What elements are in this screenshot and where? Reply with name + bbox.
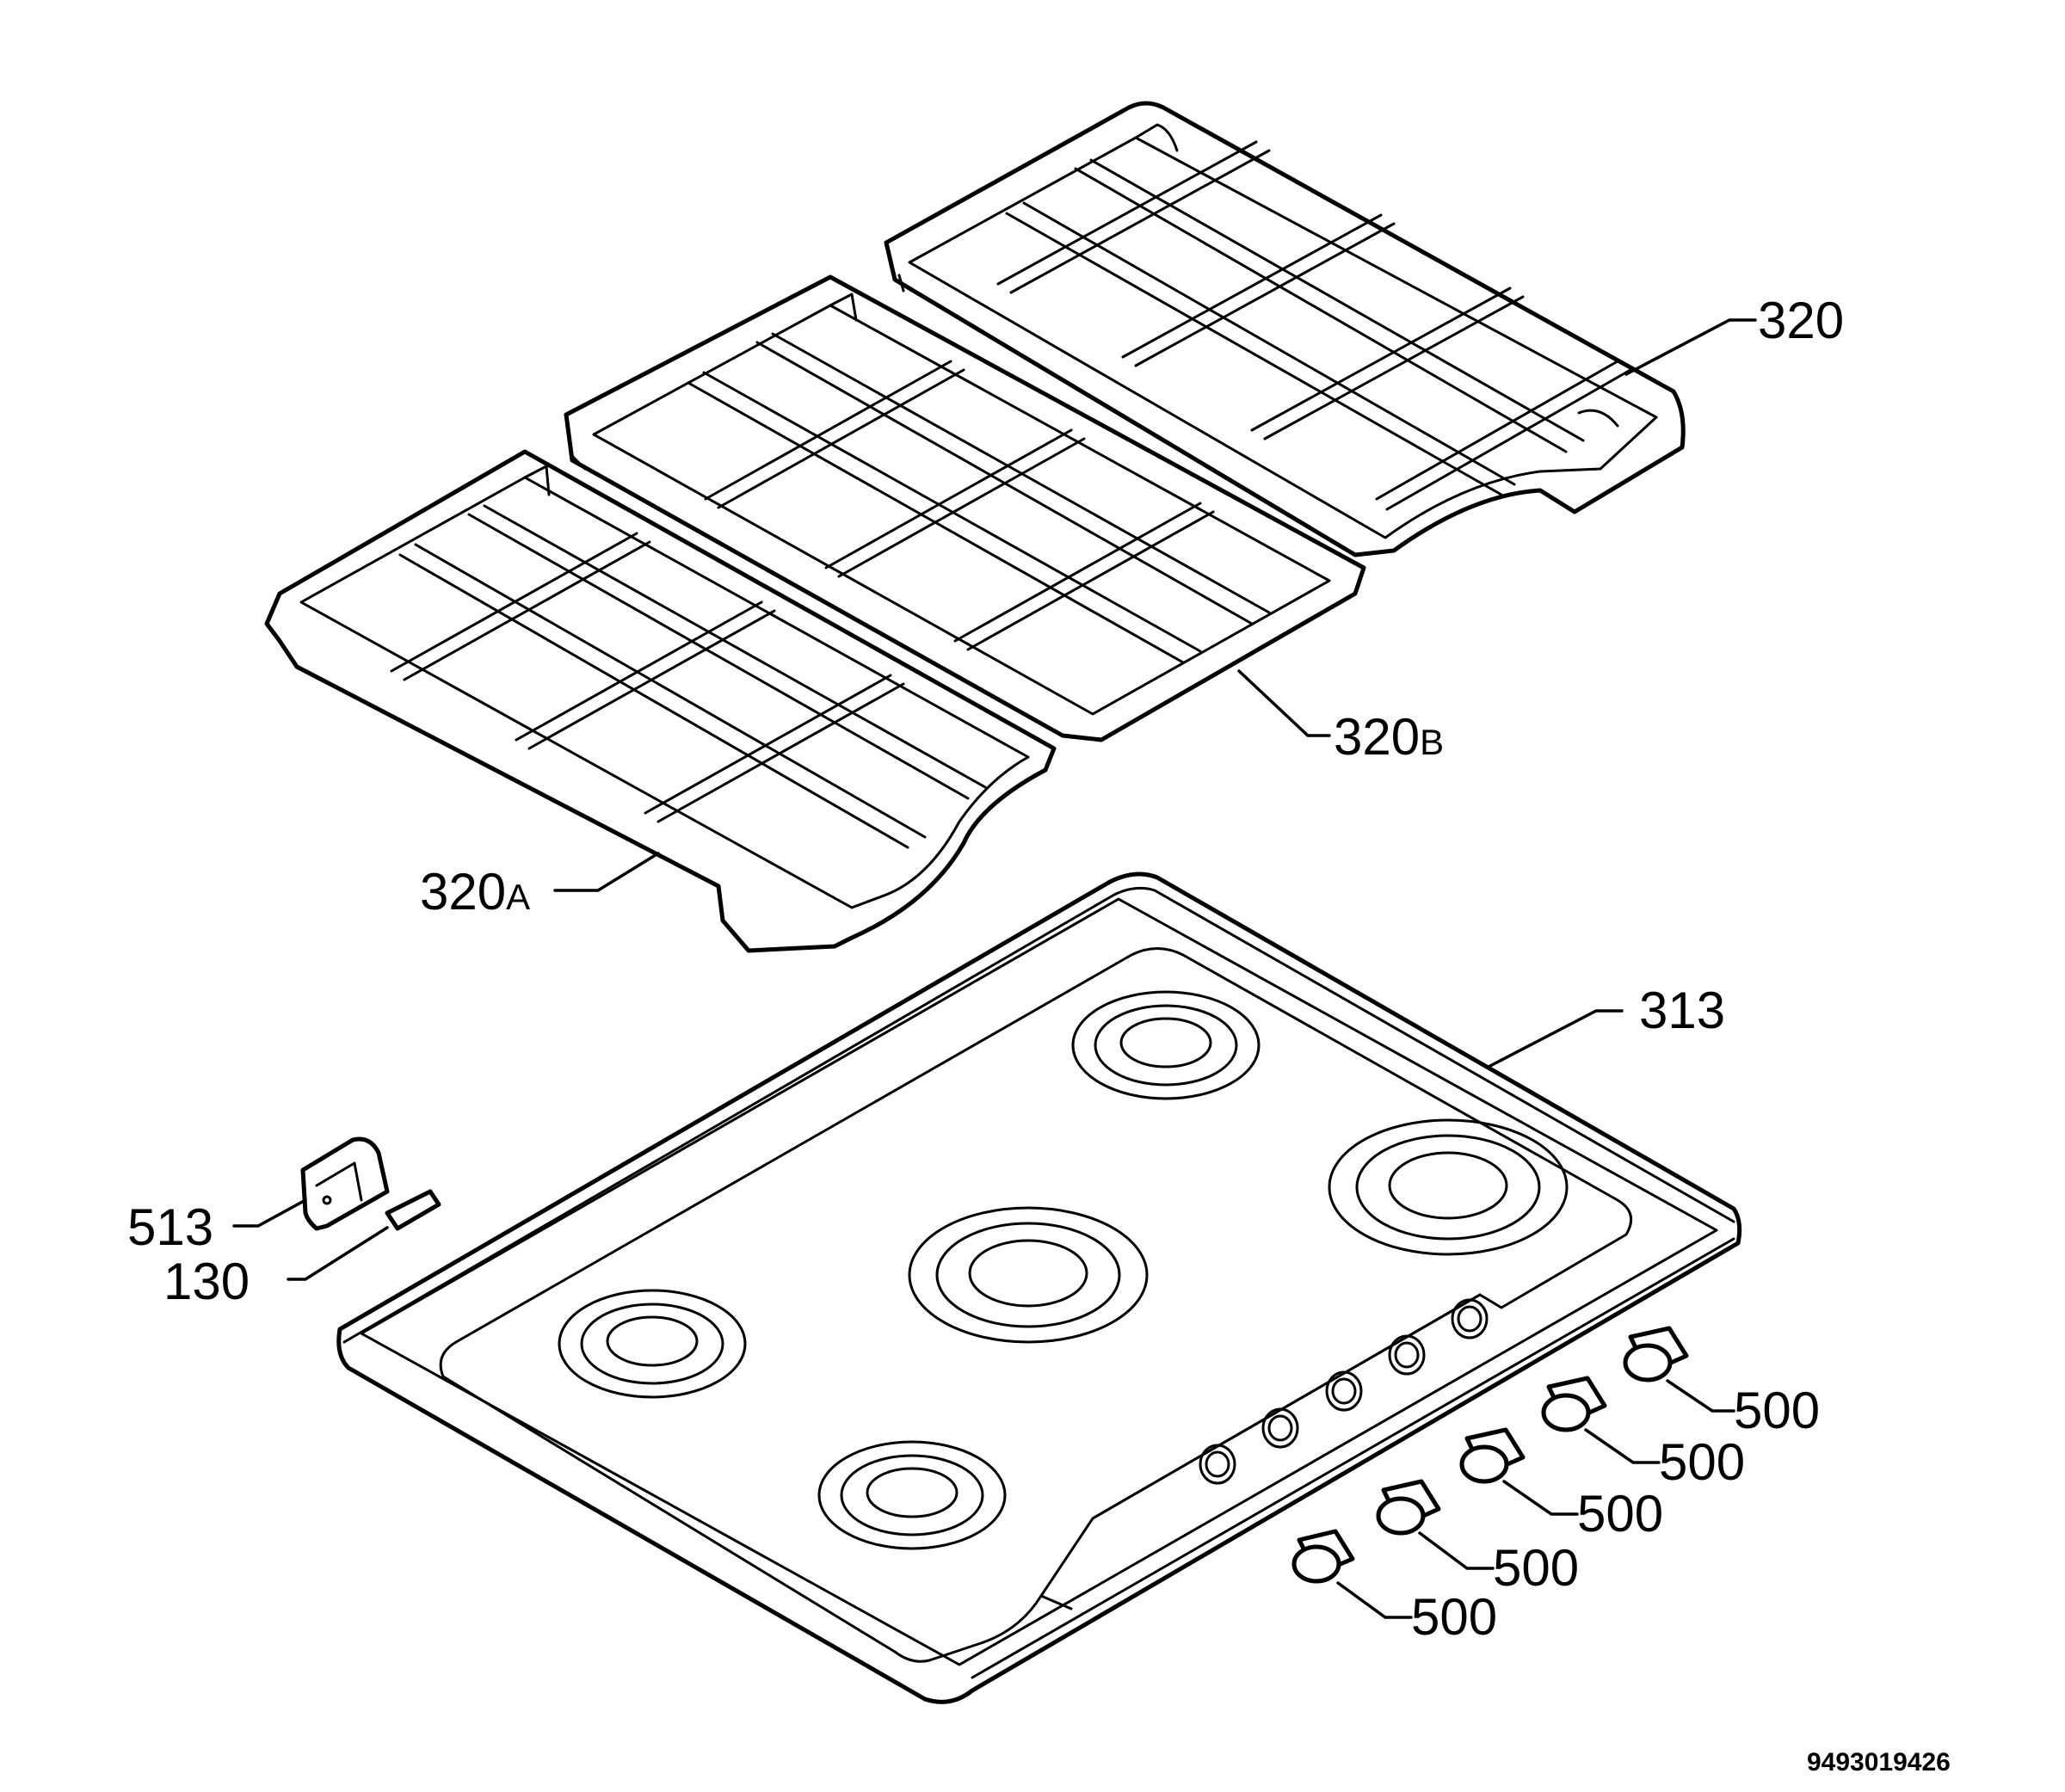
callout-number: 500: [1493, 1539, 1579, 1597]
callout-320a: 320A: [420, 863, 530, 921]
control-knob-2: [1376, 1479, 1441, 1536]
callout-513: 513: [127, 1198, 213, 1256]
callout-313: 313: [1639, 982, 1725, 1039]
callout-320b: 320B: [1334, 708, 1444, 766]
callout-number: 320: [1334, 708, 1420, 766]
callout-suffix: A: [506, 877, 530, 917]
callout-500-5: 500: [1734, 1382, 1820, 1439]
callout-number: 313: [1639, 982, 1725, 1039]
callout-number: 130: [163, 1253, 250, 1310]
callout-500-2: 500: [1493, 1539, 1579, 1597]
leader-lines: [232, 318, 1757, 1619]
control-knob-5: [1623, 1326, 1689, 1382]
pan-support-320b: [564, 274, 1366, 742]
spark-plug-130: [385, 1189, 441, 1231]
control-knob-4: [1541, 1376, 1607, 1432]
callout-500-1: 500: [1411, 1588, 1497, 1646]
hob-top-313: [336, 871, 1742, 1704]
pan-support-320: [884, 101, 1686, 557]
control-knob-1: [1291, 1529, 1355, 1584]
callout-500-4: 500: [1659, 1433, 1745, 1491]
callout-number: 320: [1758, 292, 1844, 349]
svg-text:320B: 320B: [1334, 708, 1444, 766]
control-knob-3: [1459, 1427, 1526, 1484]
callout-number: 513: [127, 1198, 213, 1256]
svg-text:320A: 320A: [420, 863, 530, 921]
callout-number: 500: [1734, 1382, 1820, 1439]
callout-130: 130: [163, 1253, 250, 1310]
document-number: 9493019426: [1807, 1748, 1951, 1777]
callout-500-3: 500: [1577, 1485, 1663, 1543]
callout-number: 500: [1659, 1433, 1745, 1491]
callout-number: 500: [1411, 1588, 1497, 1646]
callout-number: 320: [420, 863, 506, 921]
callout-320: 320: [1758, 292, 1844, 349]
pan-support-320a: [264, 449, 1057, 953]
clip-513: [300, 1136, 390, 1231]
callout-suffix: B: [1420, 722, 1444, 762]
callout-number: 500: [1577, 1485, 1663, 1543]
